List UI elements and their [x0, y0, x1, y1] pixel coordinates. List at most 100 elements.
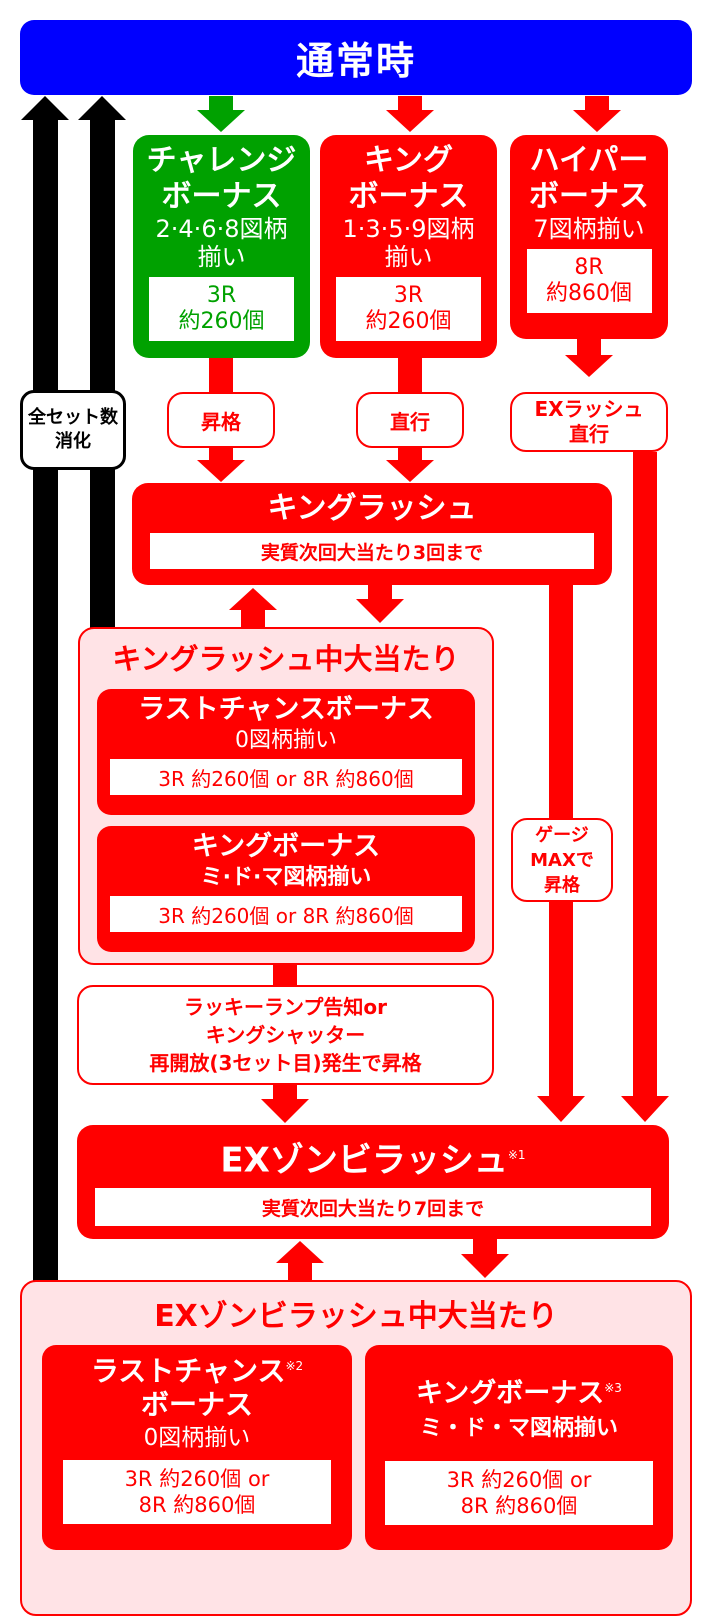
arrow-shaft — [209, 448, 233, 460]
hyper-bonus-pattern: 7図柄揃い — [533, 215, 645, 243]
arrow-head-down-icon — [386, 110, 434, 132]
title-text: ラストチャンス — [90, 1354, 286, 1388]
king-rush-box: キングラッシュ 実質次回大当たり3回まで — [132, 483, 612, 585]
gauge-max-label: ゲージ MAXで 昇格 — [511, 818, 613, 902]
hyper-bonus-payout: 8R 約860個 — [526, 249, 652, 313]
footnote-mark: ※2 — [285, 1359, 304, 1373]
hyper-bonus-title: ハイパー — [529, 143, 649, 178]
rounds: 3R — [393, 283, 424, 308]
king-rush-hits-title: キングラッシュ中大当たり — [80, 635, 492, 679]
lucky-lamp-condition-label: ラッキーランプ告知or キングシャッター 再開放(3セット目)発生で昇格 — [77, 985, 494, 1085]
footnote-mark: ※3 — [604, 1381, 622, 1395]
arrow-shaft — [90, 119, 115, 630]
title-text: キングボーナス — [416, 1378, 605, 1409]
last-chance-bonus-box: ラストチャンスボーナス 0図柄揃い 3R 約260個 or 8R 約860個 — [97, 689, 475, 815]
ex-last-chance-bonus-pattern: 0図柄揃い — [143, 1425, 251, 1452]
ex-king-bonus-title: キングボーナス※3 — [416, 1371, 622, 1411]
normal-state-title: 通常時 — [295, 39, 416, 83]
promote-label: 昇格 — [167, 392, 275, 448]
ex-last-chance-bonus-title: ラストチャンス※2 — [91, 1349, 303, 1388]
payout: 3R 約260個 or — [124, 1467, 270, 1492]
payout: 3R 約260個 or — [446, 1468, 592, 1492]
king-bonus-payout: 3R 約260個 — [336, 277, 481, 341]
arrow-head-down-icon — [197, 110, 245, 132]
label-text: 昇格 — [544, 874, 580, 896]
label-text: ラッキーランプ告知or — [183, 995, 387, 1019]
payout: 約260個 — [178, 309, 265, 334]
arrow-head-down-icon — [573, 110, 621, 132]
arrow-down-from-ex-zombie-rush — [461, 1238, 509, 1280]
hyper-bonus-box: ハイパー ボーナス 7図柄揃い 8R 約860個 — [510, 135, 668, 339]
ex-rush-direct-label: EXラッシュ 直行 — [510, 392, 668, 452]
panel-title: EXゾンビラッシュ中大当たり — [154, 1299, 558, 1334]
arrow-shaft — [273, 965, 297, 987]
return-arrow-king-rush — [78, 96, 126, 630]
last-chance-bonus-title: ラストチャンスボーナス — [138, 694, 434, 725]
payout: 8R 約860個 — [460, 1494, 578, 1518]
king-bonus-pattern: 1·3·5·9図柄 — [342, 215, 475, 243]
arrow-head-down-icon — [565, 355, 613, 377]
label-text: キングシャッター — [205, 1023, 366, 1047]
ex-last-chance-bonus-title: ボーナス — [140, 1388, 253, 1422]
arrow-shaft — [473, 1238, 497, 1254]
arrow-up-to-king-rush — [229, 588, 277, 628]
challenge-bonus-payout: 3R 約260個 — [149, 277, 294, 341]
king-rush-subtitle: 実質次回大当たり3回まで — [260, 541, 484, 564]
arrow-head-down-icon — [621, 1096, 669, 1122]
ex-zombie-rush-subtitle: 実質次回大当たり7回まで — [261, 1197, 485, 1220]
direct-label: 直行 — [356, 392, 464, 448]
king-bonus-box: キングボーナス ミ·ド·マ図柄揃い 3R 約260個 or 8R 約860個 — [97, 826, 475, 952]
arrow-head-up-icon — [229, 588, 277, 610]
return-arrow-all-sets — [21, 96, 69, 1282]
arrow-shaft — [33, 119, 58, 1282]
arrow-head-up-icon — [78, 96, 126, 120]
arrow-shaft — [273, 1085, 297, 1099]
rounds: 3R — [206, 283, 237, 308]
arrow-shaft — [585, 96, 609, 110]
arrow-head-down-icon — [537, 1096, 585, 1122]
hyper-bonus-title: ボーナス — [529, 179, 649, 214]
last-chance-bonus-pattern: 0図柄揃い — [235, 728, 337, 753]
ex-last-chance-bonus-box: ラストチャンス※2 ボーナス 0図柄揃い 3R 約260個 or 8R 約860… — [42, 1345, 352, 1550]
king-bonus-payout: 3R 約260個 or 8R 約860個 — [110, 896, 462, 932]
rounds: 8R — [574, 255, 604, 280]
label-text: 直行 — [390, 409, 430, 434]
label-line: 消化 — [55, 431, 91, 452]
label-text: ゲージ — [535, 824, 589, 846]
arrow-head-down-icon — [461, 1254, 509, 1278]
arrow-shaft — [398, 448, 422, 460]
normal-state-header: 通常時 — [20, 20, 692, 95]
challenge-bonus-title: ボーナス — [161, 179, 282, 214]
label-text: EXラッシュ — [534, 397, 644, 421]
challenge-bonus-box: チャレンジ ボーナス 2·4·6·8図柄 揃い 3R 約260個 — [133, 135, 310, 358]
arrow-shaft — [368, 585, 392, 599]
label-text: 直行 — [569, 422, 609, 446]
ex-zombie-hits-panel: EXゾンビラッシュ中大当たり ラストチャンス※2 ボーナス 0図柄揃い 3R 約… — [20, 1280, 692, 1616]
payout: 約860個 — [546, 281, 632, 306]
king-bonus-pattern: 揃い — [384, 243, 433, 271]
king-rush-subtitle-box: 実質次回大当たり3回まで — [150, 533, 594, 569]
all-sets-consumed-label: 全セット数 消化 — [20, 390, 126, 470]
arrow-shaft — [577, 339, 601, 355]
arrow-down-from-king-rush — [356, 585, 404, 625]
challenge-bonus-pattern: 2·4·6·8図柄 — [155, 215, 288, 243]
arrow-hyper-to-ex-direct — [565, 339, 613, 389]
king-bonus-title: キングボーナス — [191, 831, 381, 862]
arrow-to-ex-zombie-rush — [261, 1085, 309, 1123]
arrow-shaft — [241, 610, 265, 628]
arrow-head-down-icon — [386, 460, 434, 482]
challenge-bonus-pattern: 揃い — [197, 243, 246, 271]
arrow-shaft — [209, 358, 233, 392]
arrow-to-challenge-bonus — [197, 96, 245, 132]
challenge-bonus-title: チャレンジ — [146, 143, 297, 178]
last-chance-bonus-payout: 3R 約260個 or 8R 約860個 — [110, 759, 462, 795]
arrow-head-up-icon — [276, 1241, 324, 1263]
arrow-shaft — [398, 96, 422, 110]
ex-last-chance-bonus-payout: 3R 約260個 or 8R 約860個 — [63, 1460, 331, 1525]
ex-zombie-rush-title: EXゾンビラッシュ※1 — [220, 1135, 525, 1180]
arrow-to-king-rush — [197, 448, 245, 482]
king-rush-title: キングラッシュ — [267, 491, 477, 526]
payout: 8R 約860個 — [138, 1493, 256, 1518]
label-text: 再開放(3セット目)発生で昇格 — [149, 1051, 422, 1075]
ex-zombie-rush-box: EXゾンビラッシュ※1 実質次回大当たり7回まで — [77, 1125, 669, 1239]
